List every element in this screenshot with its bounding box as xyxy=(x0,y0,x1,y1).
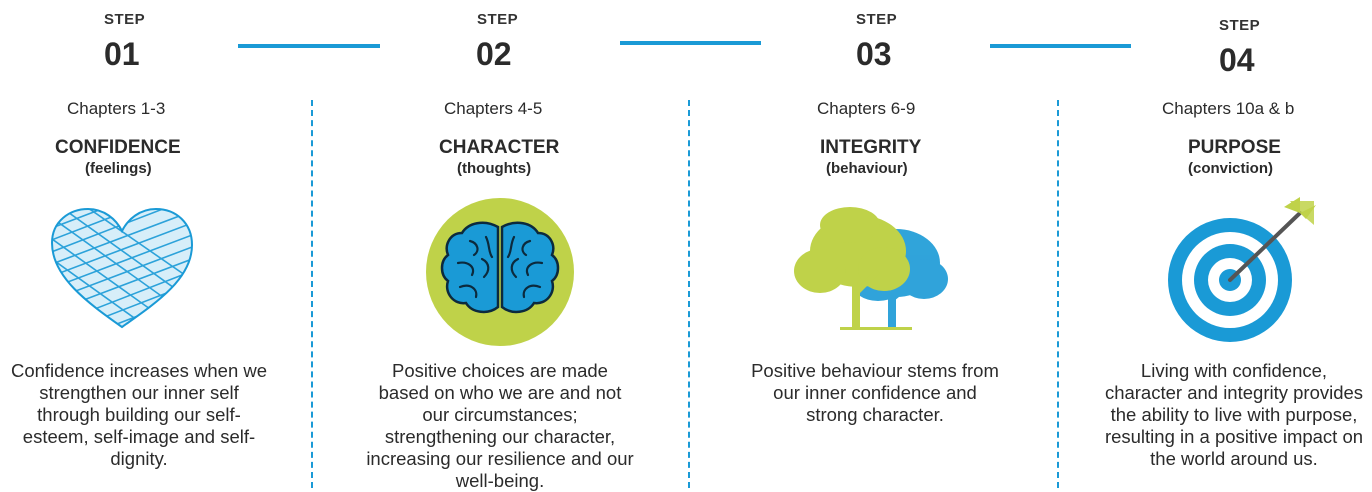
step-number: 02 xyxy=(476,36,512,72)
step-description: Positive choices are made based on who w… xyxy=(366,360,634,491)
column-divider-1 xyxy=(311,100,313,488)
step-number: 03 xyxy=(856,36,892,72)
chapters-label: Chapters 10a & b xyxy=(1162,99,1295,118)
step-description: Confidence increases when we strengthen … xyxy=(10,360,268,469)
step-label: STEP xyxy=(856,11,898,28)
step-subtitle: (behaviour) xyxy=(826,160,908,177)
brain-icon xyxy=(426,198,574,346)
chapters-label: Chapters 6-9 xyxy=(817,99,916,118)
step-number: 04 xyxy=(1219,42,1255,78)
step-number: 01 xyxy=(104,36,140,72)
step-title: CONFIDENCE xyxy=(55,137,181,158)
step-title: PURPOSE xyxy=(1188,137,1281,158)
chapters-label: Chapters 1-3 xyxy=(67,99,166,118)
step-subtitle: (thoughts) xyxy=(457,160,532,177)
column-divider-2 xyxy=(688,100,690,488)
connector-line-3-4 xyxy=(990,44,1131,48)
heart-icon xyxy=(50,207,194,329)
step-description: Positive behaviour stems from our inner … xyxy=(751,360,999,425)
column-divider-3 xyxy=(1057,100,1059,488)
step-label: STEP xyxy=(477,11,519,28)
trees-icon xyxy=(794,207,948,330)
connector-line-1-2 xyxy=(238,44,380,48)
chapters-label: Chapters 4-5 xyxy=(444,99,543,118)
step-description: Living with confidence, character and in… xyxy=(1104,360,1364,469)
step-title: INTEGRITY xyxy=(820,137,922,158)
step-label: STEP xyxy=(1219,17,1261,34)
step-label: STEP xyxy=(104,11,146,28)
connector-line-2-3 xyxy=(620,41,761,45)
target-icon xyxy=(1168,197,1316,342)
step-subtitle: (feelings) xyxy=(85,160,152,177)
step-title: CHARACTER xyxy=(439,137,560,158)
step-subtitle: (conviction) xyxy=(1188,160,1273,177)
